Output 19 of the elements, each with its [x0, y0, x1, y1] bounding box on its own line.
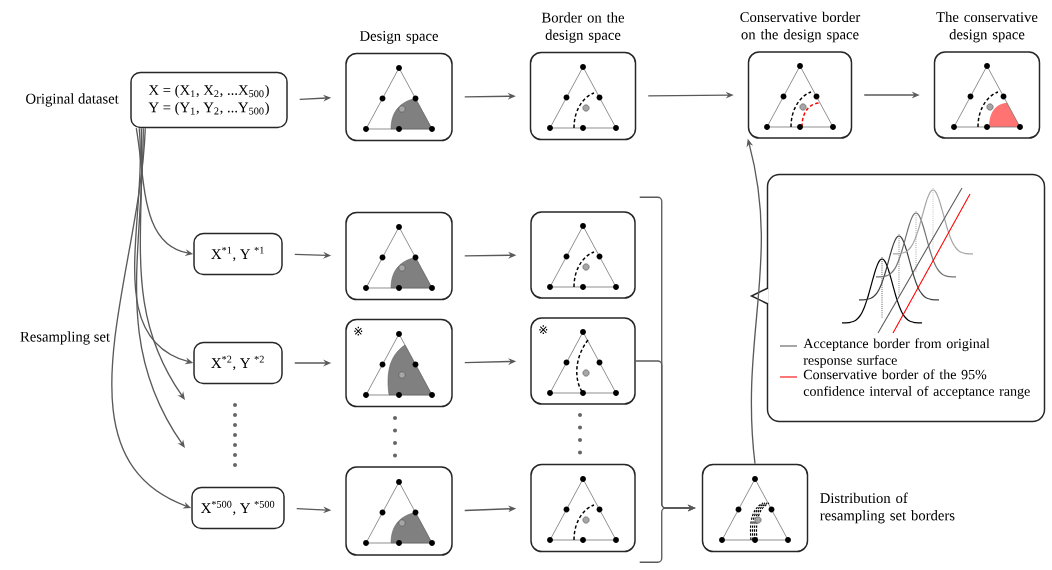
arrow — [136, 127, 185, 448]
side-label: Original dataset — [26, 93, 119, 107]
data-box: X$^{*500}$, Y $^{*500}$ — [191, 486, 285, 530]
legend-text: Acceptance border from original response surface — [803, 338, 990, 368]
group-label: Resampling set — [20, 331, 110, 345]
data-box: X$^{*2}$, Y $^{*2}$ — [193, 341, 283, 385]
heading: Border on the design space — [541, 12, 625, 43]
side-label: Distribution of resampling set borders — [820, 492, 955, 524]
reference-mark: ※ — [354, 326, 363, 336]
legend-text: Conservative border of the 95% confidence interval of acceptance range — [803, 369, 1030, 399]
arrow — [139, 127, 185, 400]
node-label: X = (X$_{1}$, X$_{2}$, ...X$_{500}$) — [148, 84, 269, 98]
heading: Design space — [359, 31, 438, 44]
data-box: X = (X$_{1}$, X$_{2}$, ...X$_{500}$) Y = (Y$_{1}$, Y$_{2}$, ...Y$_{500}$) — [130, 71, 288, 129]
heading: The conservative design space — [936, 11, 1038, 43]
reference-mark: ※ — [539, 325, 548, 334]
data-box: X$^{*1}$, Y $^{*1}$ — [193, 232, 283, 276]
node-label: Y = (Y$_{1}$, Y$_{2}$, ...Y$_{500}$) — [148, 102, 269, 116]
heading: Conservative border on the design space — [740, 11, 861, 43]
